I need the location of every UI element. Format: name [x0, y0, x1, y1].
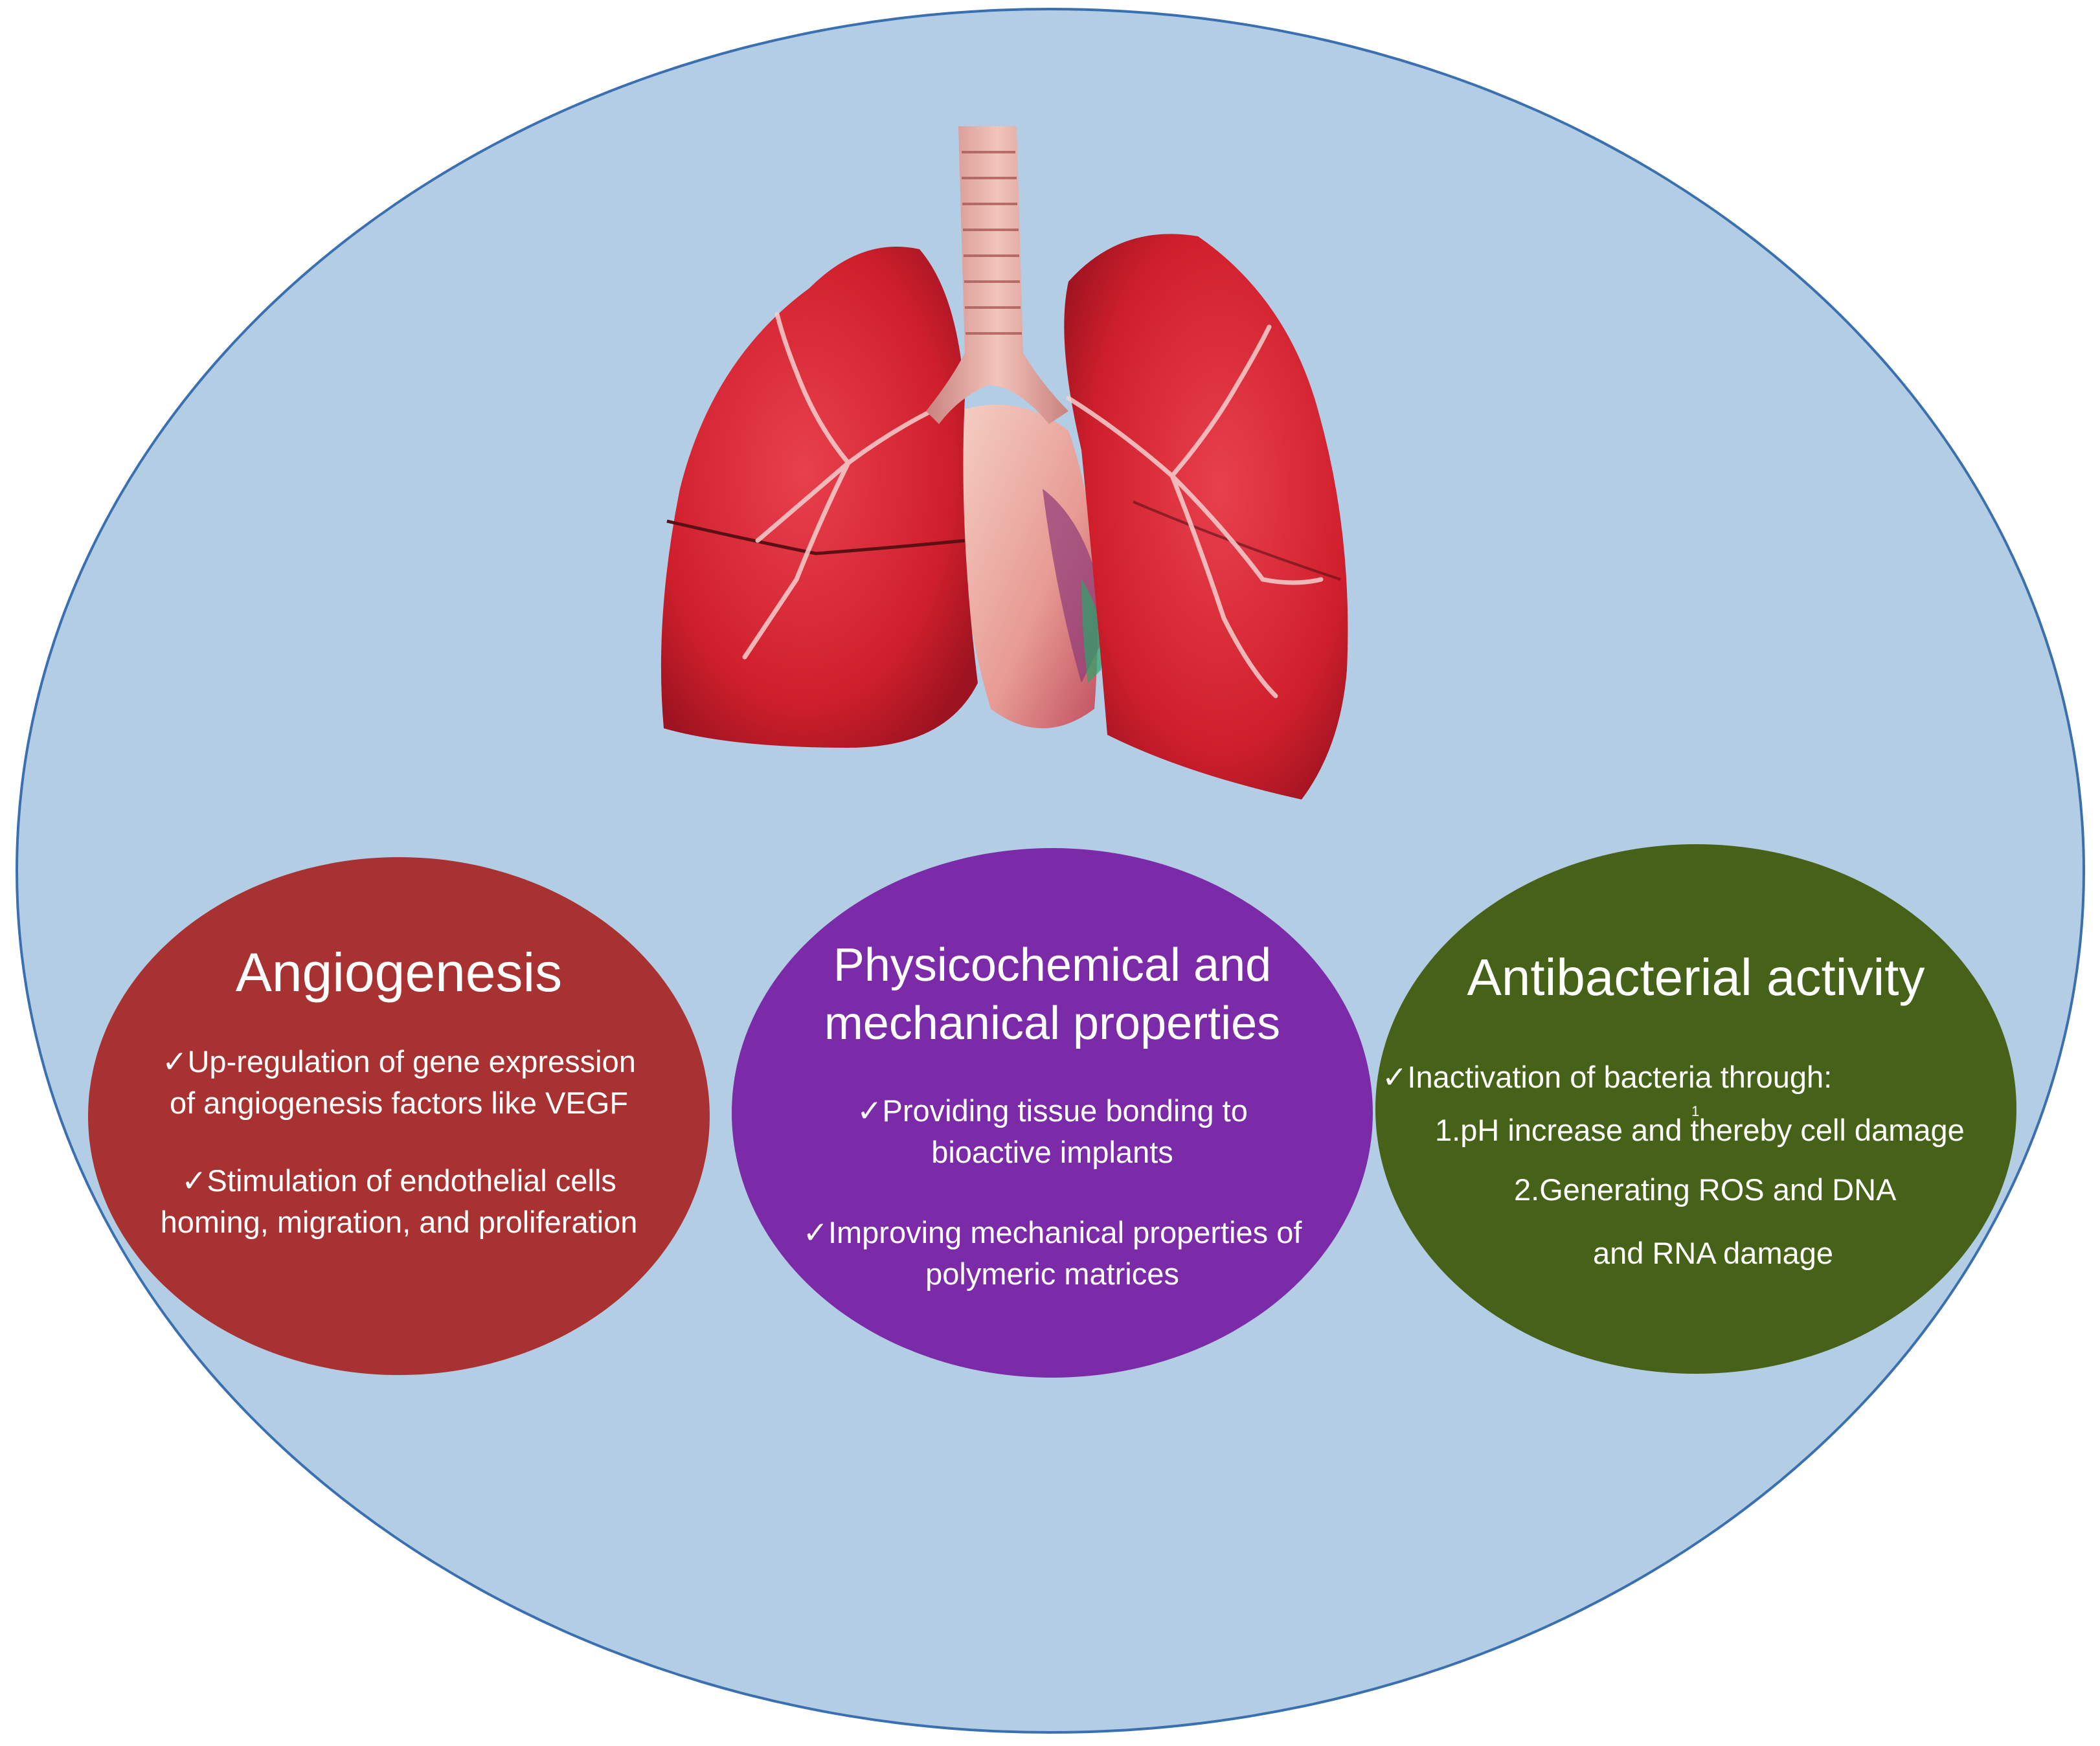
physicochemical-item-1-line-1: ✓Providing tissue bonding to [857, 1093, 1248, 1128]
angiogenesis-title: Angiogenesis [235, 942, 563, 1003]
physicochemical-title-line-2: mechanical properties [824, 998, 1281, 1049]
physicochemical-item-1-line-2: bioactive implants [931, 1135, 1173, 1169]
angiogenesis-item-2-line-1: ✓Stimulation of endothelial cells [181, 1163, 616, 1198]
antibacterial-superscript: 1 [1691, 1103, 1700, 1119]
antibacterial-intro: ✓Inactivation of bacteria through: [1382, 1060, 1833, 1094]
physicochemical-item-2-line-2: polymeric matrices [925, 1257, 1179, 1291]
angiogenesis-item-1-line-2: of angiogenesis factors like VEGF [170, 1086, 628, 1120]
antibacterial-point-1: 1.pH increase and thereby cell damage [1435, 1113, 1965, 1147]
antibacterial-point-2: 2.Generating ROS and DNA [1514, 1172, 1897, 1207]
antibacterial-title: Antibacterial activity [1467, 948, 1925, 1006]
physicochemical-item-2-line-1: ✓Improving mechanical properties of [802, 1215, 1302, 1249]
angiogenesis-item-2-line-2: homing, migration, and proliferation [160, 1205, 638, 1239]
angiogenesis-item-1-line-1: ✓Up-regulation of gene expression [162, 1044, 636, 1079]
angiogenesis-group: Angiogenesis ✓Up-regulation of gene expr… [88, 857, 710, 1375]
antibacterial-group: Antibacterial activity ✓Inactivation of … [1375, 844, 2016, 1374]
lungs-icon [660, 126, 1348, 800]
antibacterial-point-3: and RNA damage [1593, 1236, 1834, 1270]
physicochemical-title-line-1: Physicochemical and [833, 939, 1272, 991]
physicochemical-group: Physicochemical and mechanical propertie… [732, 848, 1373, 1378]
